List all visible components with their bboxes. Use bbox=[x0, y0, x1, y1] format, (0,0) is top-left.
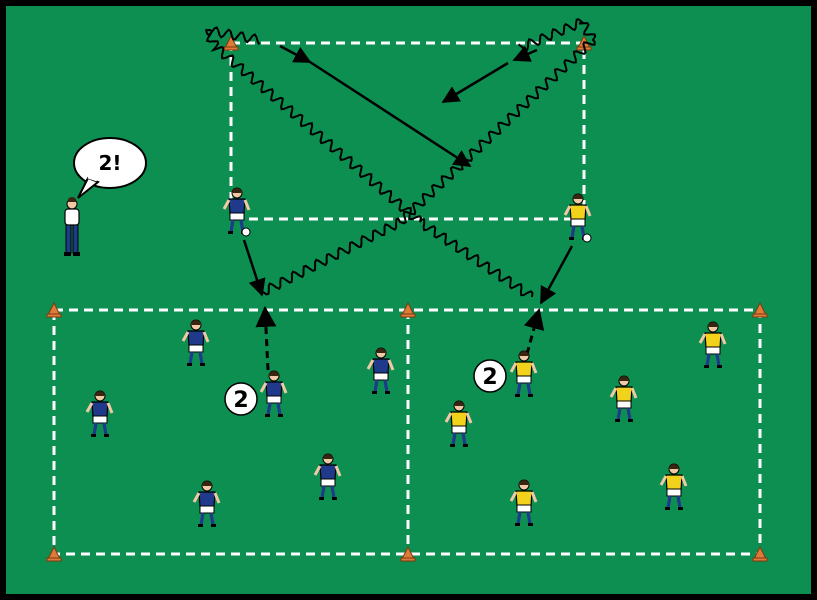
zone-label-left: 2 bbox=[224, 382, 258, 416]
run-arrow-icon bbox=[523, 307, 545, 355]
pass-arrow-icon bbox=[309, 60, 472, 168]
player-icon bbox=[609, 375, 638, 422]
player-icon bbox=[698, 321, 727, 368]
player-icon bbox=[85, 390, 114, 437]
player-icon bbox=[509, 479, 538, 526]
player-icon bbox=[192, 480, 221, 527]
players bbox=[85, 187, 727, 527]
zone-label-text: 2 bbox=[233, 388, 248, 413]
cone-icon bbox=[223, 34, 239, 51]
dribble-path-icon bbox=[262, 18, 597, 296]
pass-arrow-icon bbox=[539, 245, 574, 305]
coach bbox=[64, 197, 80, 256]
cone-icon bbox=[752, 545, 768, 562]
coach-speech-bubble: 2! bbox=[73, 137, 147, 199]
pass-arrow-icon bbox=[441, 61, 509, 104]
run-arrows bbox=[255, 305, 545, 371]
ball-icon bbox=[582, 233, 592, 243]
pass-arrows bbox=[242, 44, 574, 305]
top-grid-dashed-box bbox=[229, 41, 586, 221]
ball-icon bbox=[241, 227, 251, 237]
cone-icon bbox=[46, 545, 62, 562]
dribble-paths bbox=[205, 18, 597, 298]
run-arrow-icon bbox=[255, 305, 277, 371]
pass-arrow-icon bbox=[512, 45, 538, 62]
player-icon bbox=[222, 187, 251, 237]
zone-label-right: 2 bbox=[473, 359, 507, 393]
cone-icon bbox=[400, 301, 416, 318]
player-icon bbox=[366, 347, 395, 394]
player-icon bbox=[313, 453, 342, 500]
zone-label-text: 2 bbox=[482, 365, 497, 390]
player-icon bbox=[444, 400, 473, 447]
cone-icon bbox=[46, 301, 62, 318]
coach-callout-text: 2! bbox=[98, 151, 121, 175]
pass-arrow-icon bbox=[242, 239, 266, 297]
player-icon bbox=[659, 463, 688, 510]
pass-arrow-icon bbox=[279, 44, 312, 64]
player-icon bbox=[259, 370, 288, 417]
player-icon bbox=[509, 350, 538, 397]
player-icon bbox=[181, 319, 210, 366]
dribble-path-icon bbox=[205, 26, 534, 298]
player-icon bbox=[563, 193, 592, 243]
cone-icon bbox=[752, 301, 768, 318]
cone-icon bbox=[400, 545, 416, 562]
